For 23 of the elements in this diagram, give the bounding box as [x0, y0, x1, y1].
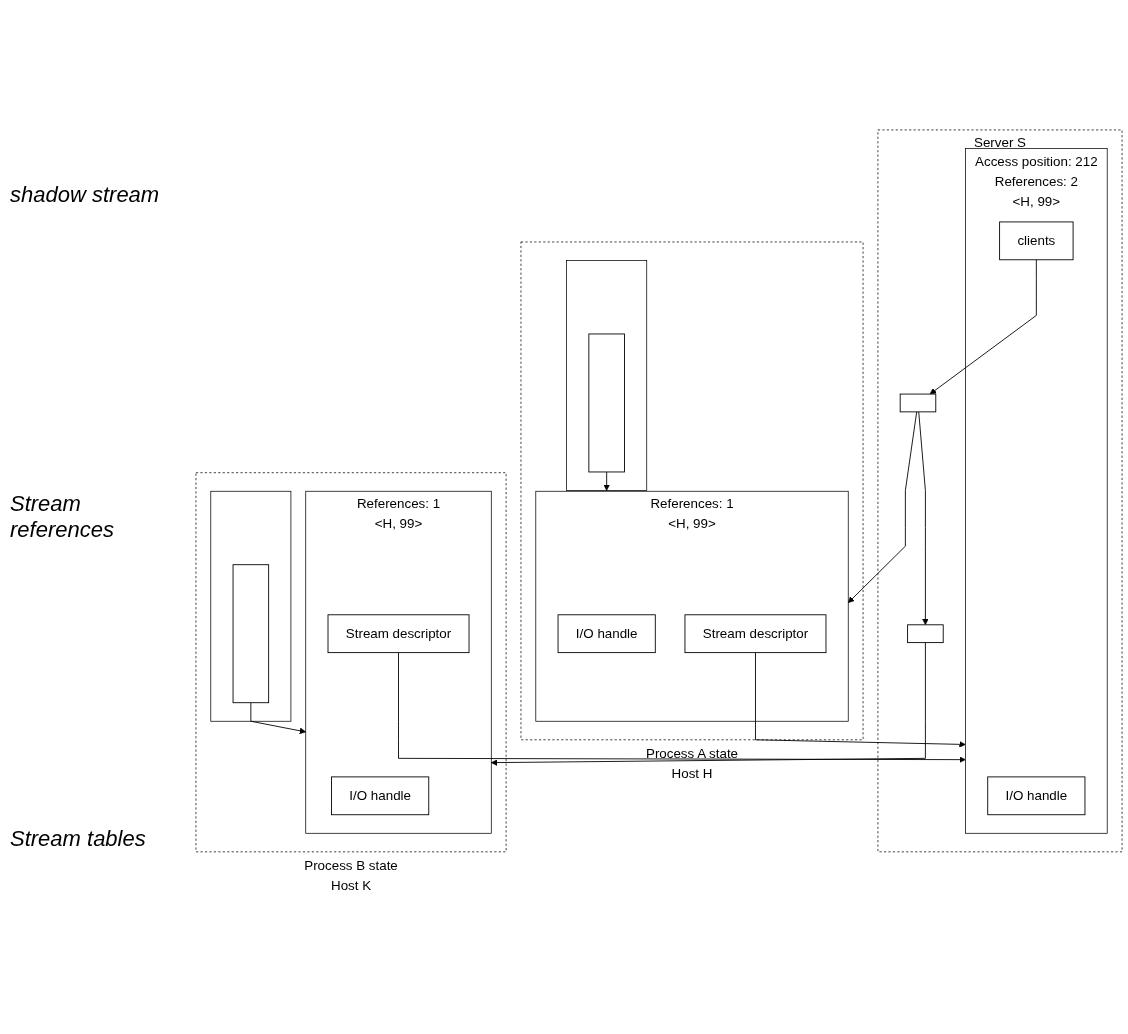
- node-bar: [232, 564, 270, 704]
- node-box: I/O handle: [331, 776, 430, 816]
- cluster: [520, 241, 864, 741]
- node-box: Stream descriptor: [684, 614, 827, 654]
- node-label: Host K: [330, 878, 372, 894]
- node-box: clients: [999, 221, 1074, 261]
- node-box: [899, 393, 937, 413]
- node-label: Process B state: [304, 858, 398, 874]
- side-label: Stream tables: [10, 826, 147, 853]
- cluster: [210, 491, 292, 722]
- cluster: [195, 472, 507, 853]
- node-label: <H, 99>: [374, 516, 423, 532]
- node-label: Process A state: [645, 746, 739, 762]
- node-box: I/O handle: [987, 776, 1086, 816]
- node-bar: [588, 333, 625, 473]
- side-label: shadow stream: [10, 181, 161, 208]
- side-label: Stream references: [10, 491, 115, 543]
- node-label: Host H: [671, 766, 713, 782]
- node-box: I/O handle: [557, 614, 656, 654]
- node-label: <H, 99>: [668, 516, 716, 532]
- node-box: [907, 624, 944, 644]
- node-box: Stream descriptor: [327, 614, 470, 654]
- node-label: <H, 99>: [1012, 193, 1061, 209]
